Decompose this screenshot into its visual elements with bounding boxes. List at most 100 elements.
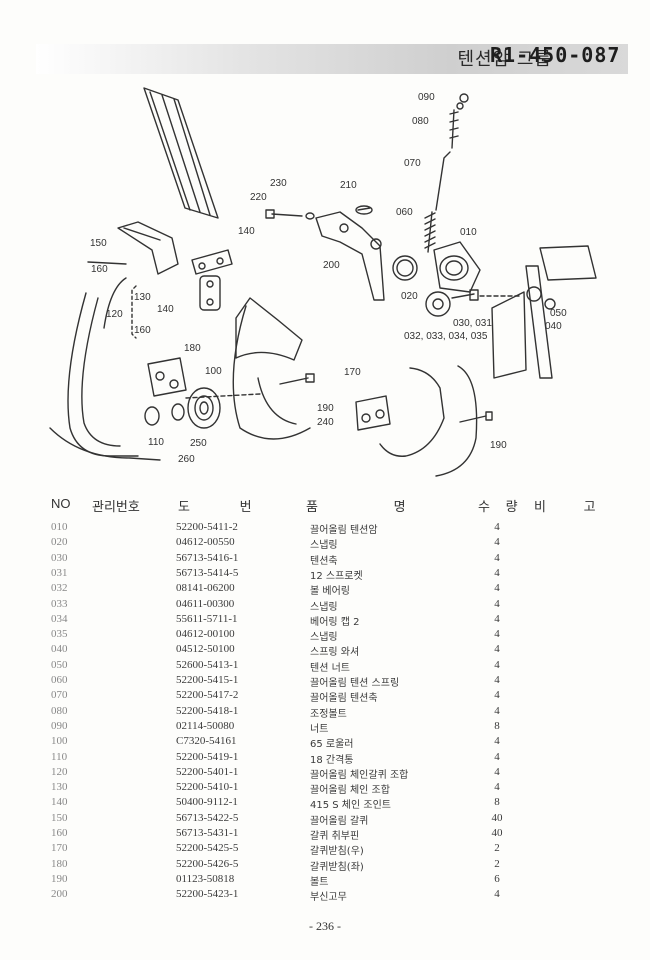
row-no: 070 <box>51 689 68 702</box>
header-drawing-no: 도 번 <box>178 499 252 514</box>
row-part-name: 65 로울러 <box>310 739 354 751</box>
row-part-name: 부신고무 <box>310 892 347 904</box>
row-quantity: 4 <box>494 704 500 717</box>
row-drawing-no: 02114-50080 <box>176 719 235 732</box>
row-drawing-no: 56713-5416-1 <box>176 551 239 564</box>
row-no: 034 <box>51 612 68 625</box>
row-no: 020 <box>51 536 68 549</box>
row-quantity: 4 <box>494 597 500 610</box>
row-quantity: 4 <box>494 612 500 625</box>
header-remarks: 비 고 <box>534 499 596 514</box>
callout-label: 040 <box>545 321 562 332</box>
callout-label: 090 <box>418 92 435 103</box>
callout-label: 190 <box>490 440 507 451</box>
row-drawing-no: 04612-00100 <box>176 628 235 641</box>
row-no: 110 <box>51 750 68 763</box>
row-no: 050 <box>51 658 68 671</box>
row-no: 190 <box>51 872 68 885</box>
callout-label: 160 <box>91 264 108 275</box>
row-part-name: 끌어올림 텐션 스프링 <box>310 678 400 689</box>
callout-label: 260 <box>178 454 195 465</box>
row-part-name: 너트 <box>310 723 329 735</box>
row-part-name: 스냅링 <box>310 632 338 644</box>
row-quantity: 4 <box>494 765 500 778</box>
callout-label: 200 <box>323 260 340 271</box>
row-drawing-no: 52200-5411-2 <box>176 521 238 533</box>
header-quantity: 수 량 <box>478 499 518 514</box>
header-no: NO <box>51 496 71 511</box>
title-bar <box>36 44 628 74</box>
callout-label: 070 <box>404 158 421 169</box>
row-drawing-no: 04612-00550 <box>176 536 235 549</box>
row-quantity: 4 <box>494 674 500 686</box>
row-drawing-no: 55611-5711-1 <box>176 612 238 625</box>
row-no: 130 <box>51 781 68 794</box>
row-drawing-no: 52200-5410-1 <box>176 781 239 794</box>
callout-label: 190 <box>317 403 334 414</box>
row-part-name: 415 S 체인 조인트 <box>310 800 391 812</box>
row-part-name: 끌어올림 텐션축 <box>310 693 378 705</box>
row-drawing-no: 04512-50100 <box>176 643 235 656</box>
row-quantity: 4 <box>494 582 500 595</box>
row-drawing-no: 01123-50818 <box>176 872 235 885</box>
row-quantity: 4 <box>494 536 500 549</box>
row-drawing-no: 52200-5419-1 <box>176 750 239 763</box>
row-quantity: 8 <box>494 719 500 732</box>
row-drawing-no: 50400-9112-1 <box>176 796 238 809</box>
callout-label: 130 <box>134 292 151 303</box>
row-part-name: 스냅링 <box>310 601 338 613</box>
callout-label: 250 <box>190 438 207 449</box>
row-part-name: 스냅링 <box>310 540 338 552</box>
row-no: 080 <box>51 704 68 717</box>
callout-label: 170 <box>344 367 361 378</box>
row-no: 060 <box>51 674 68 686</box>
callout-label: 120 <box>106 309 123 320</box>
callout-label: 060 <box>396 207 413 218</box>
row-drawing-no: 52200-5426-5 <box>176 857 239 870</box>
row-no: 120 <box>51 765 68 778</box>
header-mgmt-no: 관리번호 <box>92 499 140 514</box>
row-part-name: 볼트 <box>310 876 329 888</box>
row-quantity: 4 <box>494 781 500 794</box>
row-part-name: 12 스프로켓 <box>310 570 363 582</box>
row-no: 180 <box>51 857 68 870</box>
row-drawing-no: 56713-5431-1 <box>176 827 239 839</box>
callout-label: 140 <box>238 226 255 237</box>
row-part-name: 갈퀴 취부핀 <box>310 831 360 842</box>
row-quantity: 4 <box>494 566 500 579</box>
row-drawing-no: 04611-00300 <box>176 597 235 610</box>
row-no: 010 <box>51 521 68 533</box>
row-drawing-no: 52200-5423-1 <box>176 888 239 901</box>
callout-label: 050 <box>550 308 567 319</box>
row-drawing-no: 52600-5413-1 <box>176 658 239 671</box>
row-part-name: 갈퀴받침(좌) <box>310 861 364 873</box>
row-quantity: 4 <box>494 750 500 763</box>
callout-label: 180 <box>184 343 201 354</box>
row-drawing-no: C7320-54161 <box>176 735 237 748</box>
row-drawing-no: 52200-5418-1 <box>176 704 239 717</box>
group-code: R1-450-087 <box>490 43 621 67</box>
row-drawing-no: 56713-5414-5 <box>176 566 239 579</box>
callout-label: 140 <box>157 304 174 315</box>
row-part-name: 스프링 와셔 <box>310 647 360 659</box>
row-no: 150 <box>51 811 68 824</box>
row-part-name: 갈퀴받침(우) <box>310 846 364 858</box>
row-quantity: 6 <box>494 872 500 885</box>
callout-label: 240 <box>317 417 334 428</box>
